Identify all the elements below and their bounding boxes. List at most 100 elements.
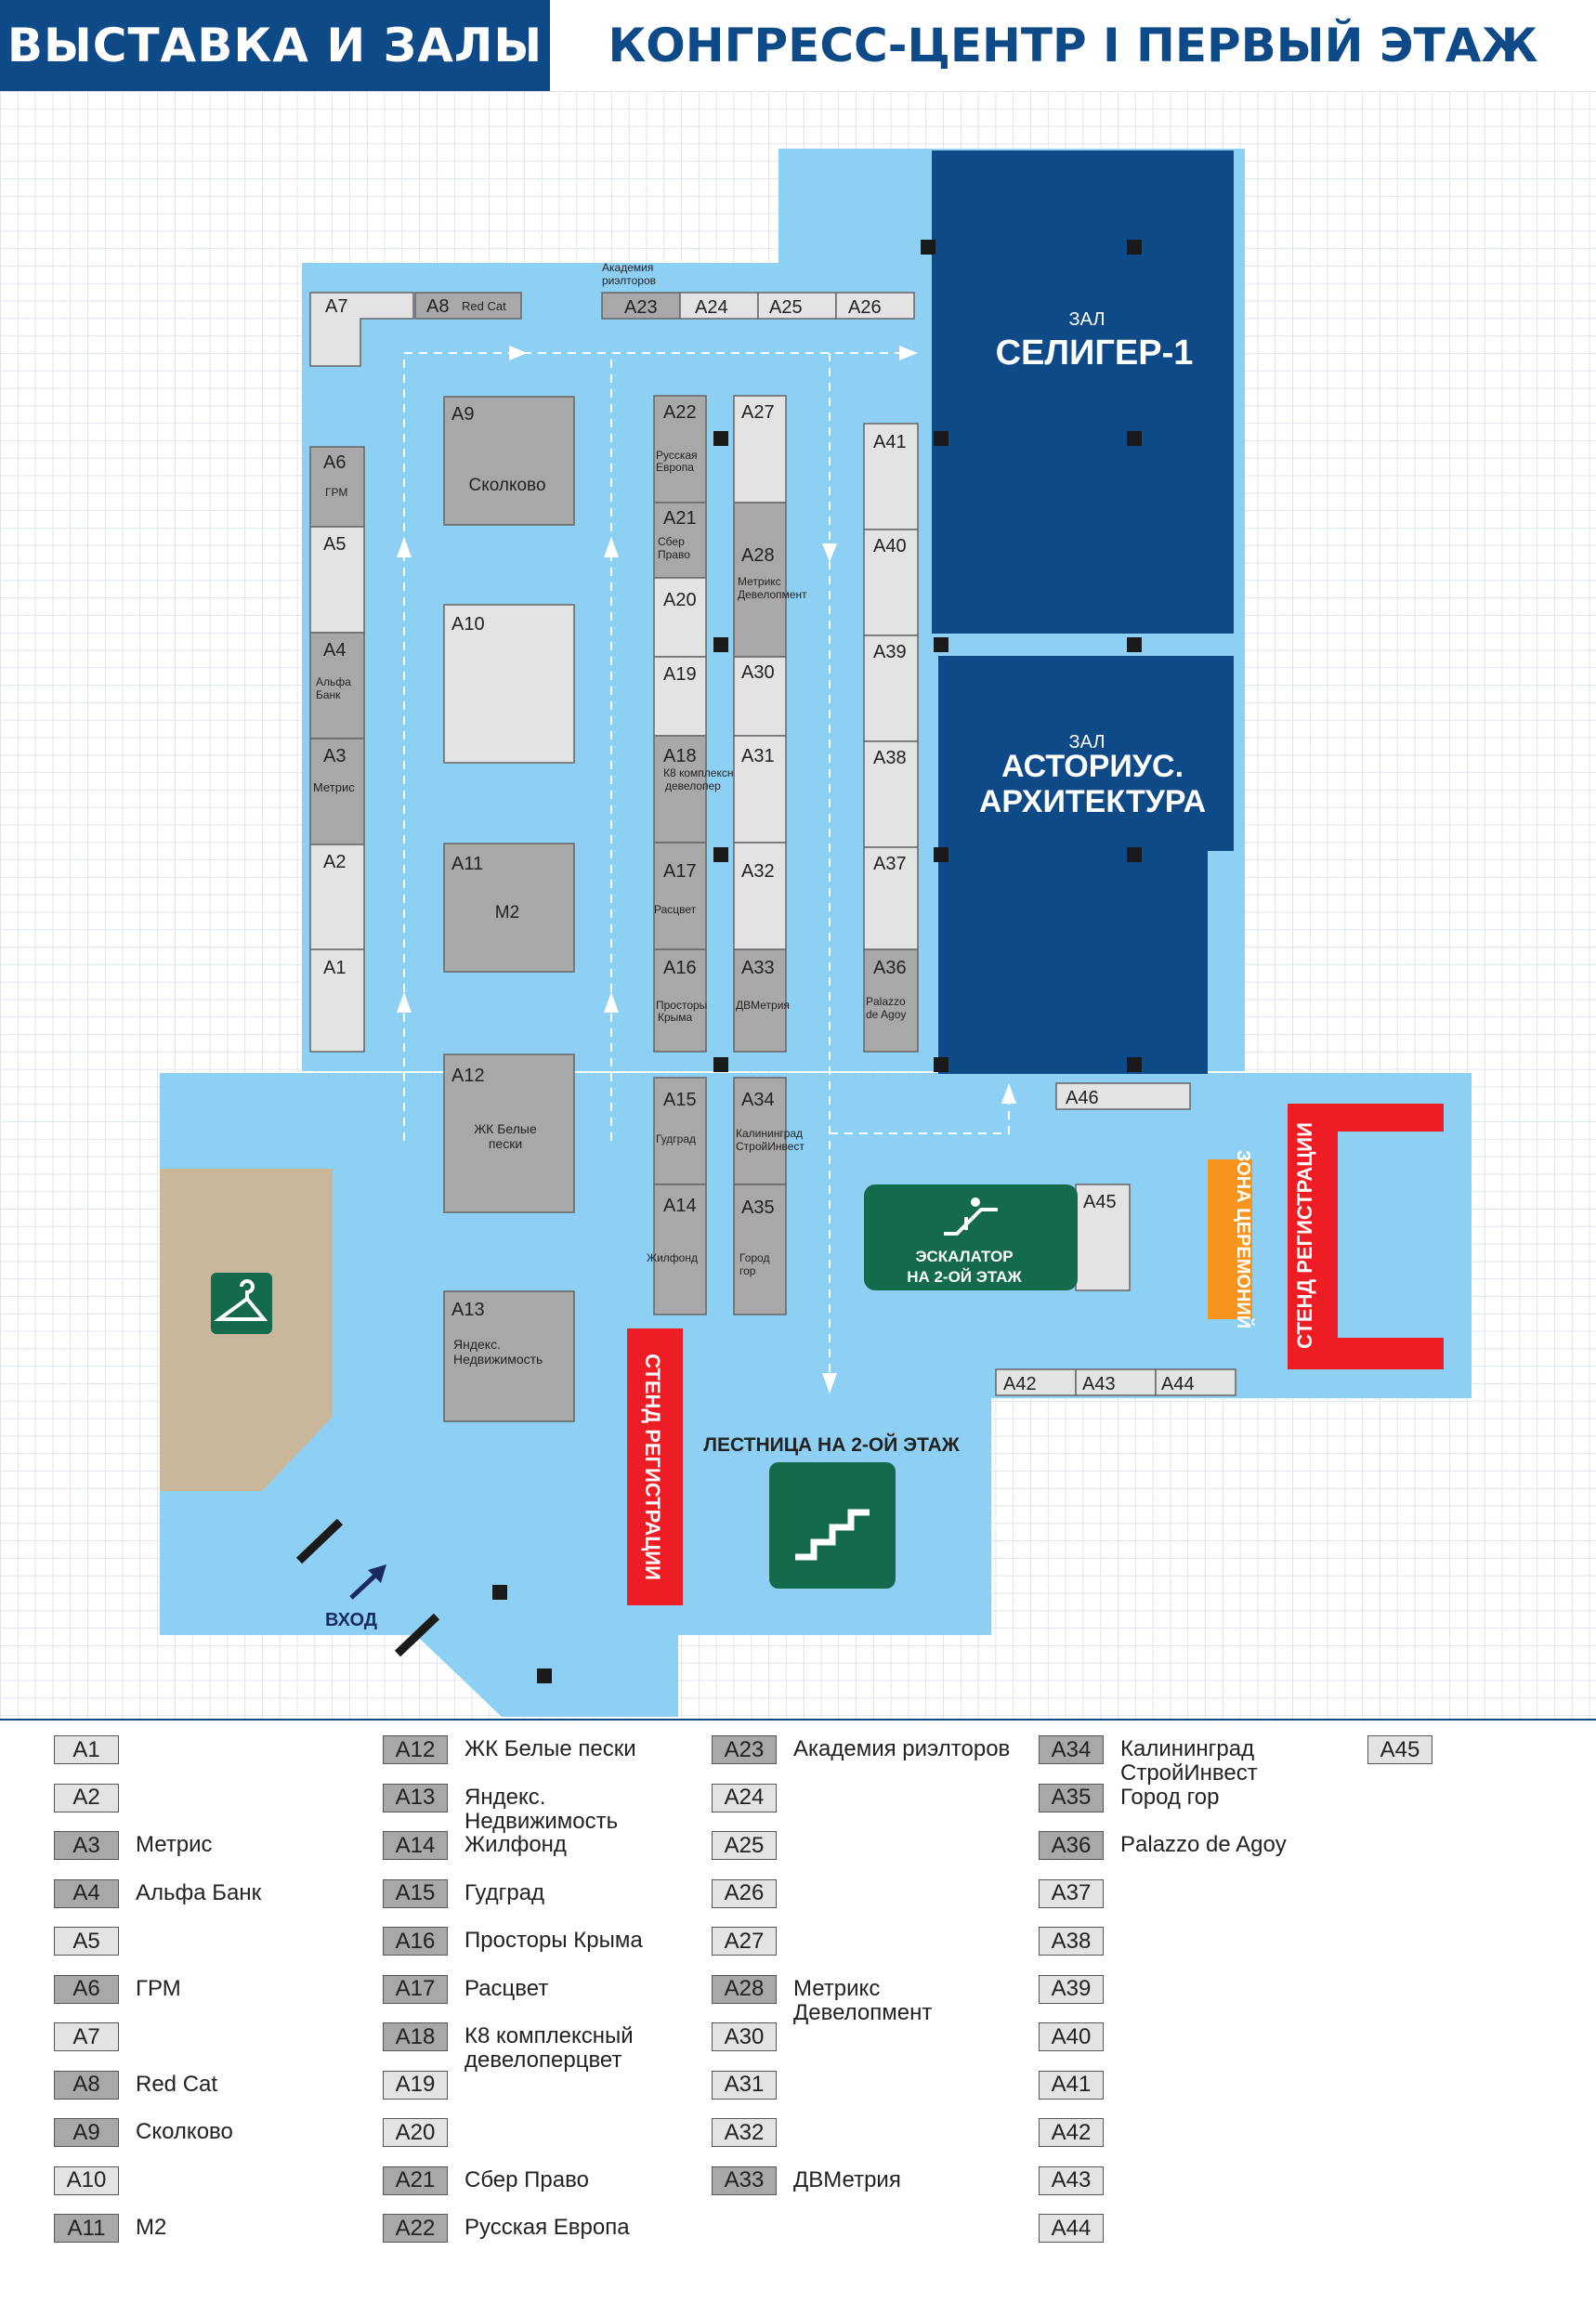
stand-a39[interactable]: A39 <box>863 635 919 742</box>
stand-a9[interactable]: A9 Сколково <box>443 396 575 526</box>
legend-code: A3 <box>54 1831 119 1860</box>
stand-a7[interactable]: A7 <box>309 292 414 367</box>
stand-a20[interactable]: A20 <box>653 577 707 658</box>
registration-stand-center[interactable]: СТЕНД РЕГИСТРАЦИИ <box>627 1328 683 1605</box>
legend-name: ДВМетрия <box>793 2166 901 2192</box>
legend-row: A45 <box>1367 1735 1596 1764</box>
stand-a37[interactable]: A37 <box>863 846 919 950</box>
stand-a42[interactable]: A42 <box>995 1368 1077 1396</box>
stand-a10[interactable]: A10 <box>443 604 575 764</box>
svg-text:Русская: Русская <box>656 449 698 462</box>
legend-code: A34 <box>1039 1735 1104 1764</box>
svg-text:A11: A11 <box>451 854 483 874</box>
stand-a1[interactable]: A1 <box>309 949 365 1053</box>
stand-a8[interactable]: A8 Red Cat <box>414 292 522 320</box>
stand-a33[interactable]: A33 ДВМетрия <box>733 949 790 1053</box>
svg-text:A18: A18 <box>663 746 697 766</box>
stand-a32[interactable]: A32 <box>733 842 787 950</box>
legend-row: A32 <box>712 2118 1016 2147</box>
stand-a16[interactable]: A16 Просторы Крыма <box>653 949 707 1053</box>
legend-name: Яндекс. Недвижимость <box>464 1784 619 1834</box>
registration-stand-right[interactable]: СТЕНД РЕГИСТРАЦИИ <box>1288 1104 1444 1369</box>
svg-text:Метрикс: Метрикс <box>738 575 781 588</box>
stand-a13[interactable]: A13 Яндекс. Недвижимость <box>443 1290 575 1422</box>
svg-text:Город: Город <box>739 1251 769 1264</box>
stand-a41[interactable]: A41 <box>863 423 919 530</box>
stand-a30[interactable]: A30 <box>733 656 787 737</box>
svg-text:A30: A30 <box>741 662 775 683</box>
legend-code: A19 <box>383 2070 448 2100</box>
stand-a3[interactable]: A3 Метрис <box>309 738 365 845</box>
legend-name: ЖК Белые пески <box>464 1736 636 1761</box>
ceremony-zone[interactable]: ЗОНА ЦЕРЕМОНИЙ <box>1208 1150 1255 1328</box>
stand-a15[interactable]: A15 Гудград <box>653 1077 707 1185</box>
stand-a36[interactable]: A36 Palazzo de Agoy <box>863 949 919 1053</box>
svg-text:ГРМ: ГРМ <box>325 486 347 499</box>
stand-a4[interactable]: A4 Альфа Банк <box>309 632 365 739</box>
legend-row: A20 <box>383 2118 687 2147</box>
svg-text:Жилфонд: Жилфонд <box>647 1251 698 1264</box>
svg-text:СТЕНД РЕГИСТРАЦИИ: СТЕНД РЕГИСТРАЦИИ <box>1293 1122 1316 1349</box>
svg-text:Право: Право <box>658 548 690 561</box>
stand-a14[interactable]: A14 Жилфонд <box>647 1184 707 1315</box>
stand-a11[interactable]: A11 М2 <box>443 843 575 973</box>
stand-a24[interactable]: A24 <box>679 292 759 320</box>
stand-a12[interactable]: A12 ЖК Белые пески <box>443 1053 575 1213</box>
svg-text:Калининград: Калининград <box>736 1127 803 1140</box>
entrance[interactable]: ВХОД <box>295 1518 440 1657</box>
stand-a35[interactable]: A35 Город гор <box>733 1184 787 1315</box>
stand-a26[interactable]: A26 <box>835 292 915 320</box>
stand-a28[interactable]: A28 Метрикс Девелопмент <box>733 502 807 658</box>
svg-text:Гудград: Гудград <box>656 1132 696 1145</box>
stand-a19[interactable]: A19 <box>653 656 707 737</box>
stand-a44[interactable]: A44 <box>1155 1368 1236 1396</box>
stand-a23[interactable]: A23 Академия риэлторов <box>601 261 681 320</box>
stand-a40[interactable]: A40 <box>863 529 919 636</box>
escalator[interactable]: ЭСКАЛАТОР НА 2-ОЙ ЭТАЖ <box>864 1184 1078 1290</box>
svg-text:СтройИнвест: СтройИнвест <box>736 1140 805 1153</box>
legend-code: A7 <box>54 2022 119 2051</box>
svg-text:A32: A32 <box>741 861 775 882</box>
stand-a34[interactable]: A34 Калининград СтройИнвест <box>733 1077 805 1185</box>
svg-text:A33: A33 <box>741 958 775 978</box>
stand-a45[interactable]: A45 <box>1075 1184 1131 1291</box>
svg-text:A44: A44 <box>1161 1374 1195 1394</box>
stand-a43[interactable]: A43 <box>1075 1368 1157 1396</box>
stand-a27[interactable]: A27 <box>733 395 787 504</box>
stairs-icon <box>795 1509 870 1561</box>
stand-a25[interactable]: A25 <box>757 292 837 320</box>
stand-a38[interactable]: A38 <box>863 740 919 848</box>
svg-text:A34: A34 <box>741 1090 775 1110</box>
legend-row: A27 <box>712 1927 1016 1956</box>
stand-a17[interactable]: A17 Расцвет <box>653 842 707 950</box>
stairs[interactable]: ЛЕСТНИЦА НА 2-ОЙ ЭТАЖ <box>703 1433 961 1589</box>
legend-name: Метрикс Девелопмент <box>793 1975 933 2025</box>
stand-a46[interactable]: A46 <box>1055 1082 1191 1110</box>
legend-row: A37 <box>1039 1878 1343 1908</box>
legend-name: Жилфонд <box>464 1832 567 1857</box>
svg-text:пески: пески <box>489 1136 522 1151</box>
svg-text:A1: A1 <box>323 958 346 978</box>
stand-a22[interactable]: A22 Русская Европа <box>653 395 707 504</box>
svg-text:A27: A27 <box>741 402 775 423</box>
entrance-arrow-icon <box>349 1564 386 1600</box>
stand-a18[interactable]: A18 К8 комплексный девелопер <box>653 735 748 844</box>
stand-a2[interactable]: A2 <box>309 844 365 950</box>
stand-a5[interactable]: A5 <box>309 526 365 634</box>
svg-text:СТЕНД РЕГИСТРАЦИИ: СТЕНД РЕГИСТРАЦИИ <box>641 1354 664 1580</box>
stand-a6[interactable]: A6 ГРМ <box>309 446 365 528</box>
svg-text:A14: A14 <box>663 1196 697 1216</box>
svg-text:ЖК Белые: ЖК Белые <box>474 1121 537 1136</box>
legend-code: A26 <box>712 1878 777 1908</box>
escalator-icon <box>944 1197 998 1236</box>
svg-text:К8 комплексный: К8 комплексный <box>663 766 748 779</box>
svg-text:Расцвет: Расцвет <box>654 903 697 916</box>
stand-a31[interactable]: A31 <box>733 735 787 844</box>
svg-text:A42: A42 <box>1003 1374 1037 1394</box>
stand-a21[interactable]: A21 Сбер Право <box>653 502 707 579</box>
